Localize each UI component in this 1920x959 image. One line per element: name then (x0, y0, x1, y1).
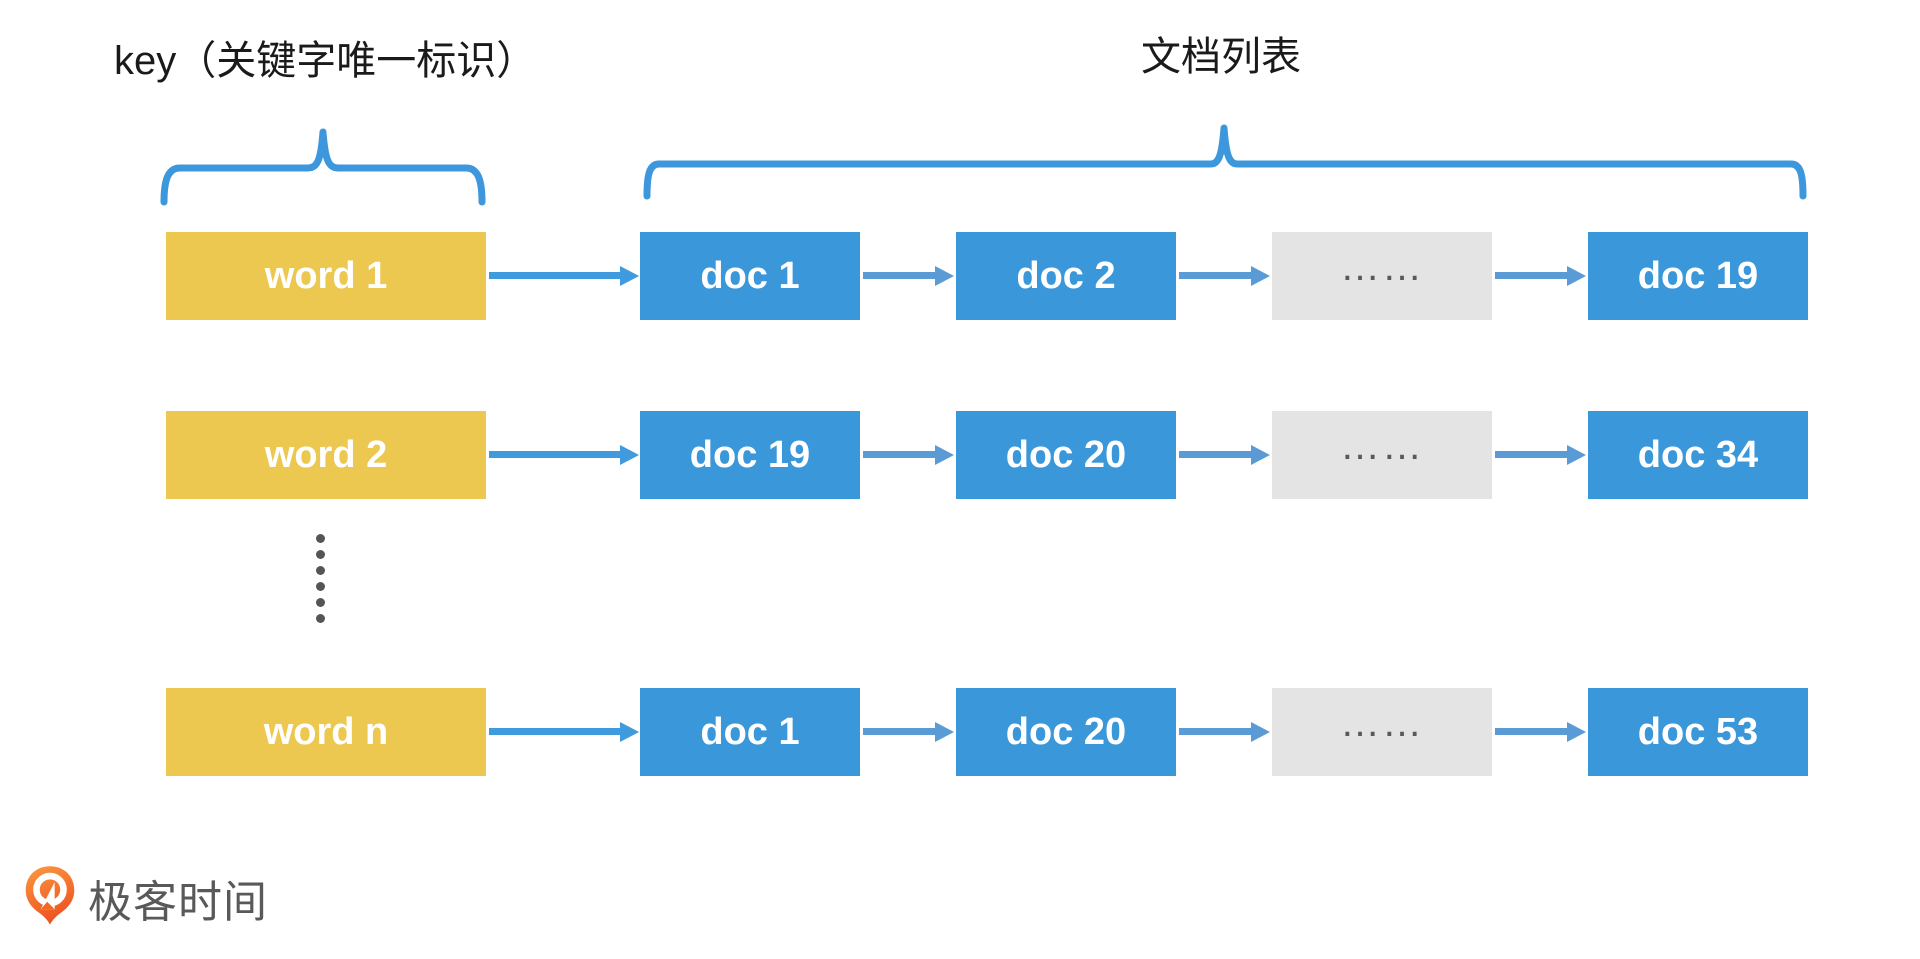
arrow-icon (489, 728, 620, 735)
doc-box: doc 53 (1588, 688, 1808, 776)
doc-box: doc 20 (956, 688, 1176, 776)
word-box: word 1 (166, 232, 486, 320)
arrow-icon (1179, 728, 1251, 735)
arrow-icon (1495, 451, 1567, 458)
arrow-icon (1179, 272, 1251, 279)
geektime-logo: 极客时间 (22, 864, 268, 932)
arrow-icon (489, 451, 620, 458)
doc-box: doc 19 (1588, 232, 1808, 320)
arrow-icon (1495, 272, 1567, 279)
doc-box: doc 34 (1588, 411, 1808, 499)
word-box: word 2 (166, 411, 486, 499)
horizontal-ellipsis: …… (1340, 700, 1424, 745)
ellipsis-box: …… (1272, 411, 1492, 499)
key-label: key（关键字唯一标识） (114, 39, 537, 83)
doc-box: doc 1 (640, 232, 860, 320)
arrow-icon (489, 272, 620, 279)
doc-box: doc 2 (956, 232, 1176, 320)
arrow-icon (1179, 451, 1251, 458)
doc-box: doc 20 (956, 411, 1176, 499)
word-box: word n (166, 688, 486, 776)
doc-box: doc 19 (640, 411, 860, 499)
vertical-ellipsis-icon (314, 534, 326, 623)
horizontal-ellipsis: …… (1340, 423, 1424, 468)
ellipsis-box: …… (1272, 232, 1492, 320)
horizontal-ellipsis: …… (1340, 244, 1424, 289)
arrow-icon (863, 451, 935, 458)
ellipsis-box: …… (1272, 688, 1492, 776)
doc-list-label: 文档列表 (1141, 35, 1301, 79)
geektime-logo-icon (25, 866, 75, 925)
key-brace (160, 128, 486, 206)
doc-box: doc 1 (640, 688, 860, 776)
arrow-icon (863, 272, 935, 279)
logo-text: 极客时间 (88, 878, 268, 927)
arrow-icon (863, 728, 935, 735)
arrow-icon (1495, 728, 1567, 735)
doc-list-brace (643, 124, 1807, 200)
